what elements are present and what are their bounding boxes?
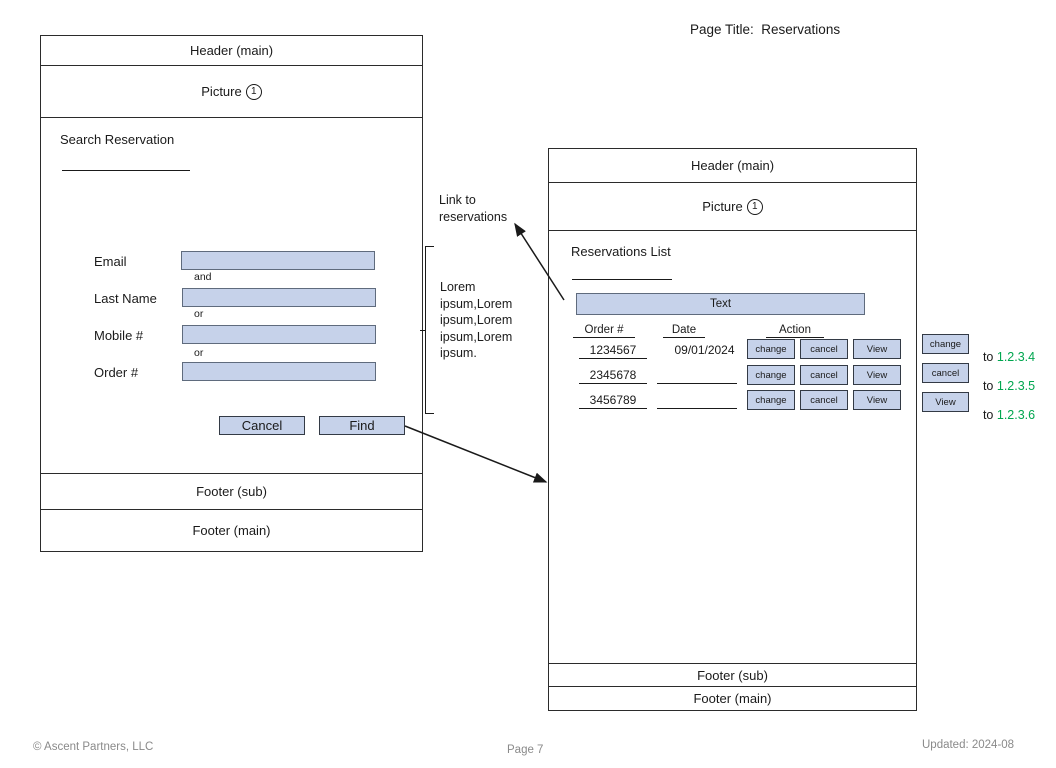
text-banner[interactable]: Text bbox=[576, 293, 865, 315]
legend-change-label: change bbox=[929, 338, 962, 350]
right-footer-sub-label: Footer (sub) bbox=[697, 667, 768, 683]
legend-cancel-section: 1.2.3.5 bbox=[996, 379, 1036, 393]
right-picture-label: Picture bbox=[702, 199, 743, 214]
legend-change-button[interactable]: change bbox=[922, 334, 969, 354]
row-1-change-button[interactable]: change bbox=[747, 339, 795, 359]
row-3-change-label: change bbox=[755, 394, 787, 406]
table-row-order-2: 2345678 bbox=[579, 368, 647, 384]
conjunction-or-2: or bbox=[194, 347, 204, 359]
row-2-view-button[interactable]: View bbox=[853, 365, 901, 385]
footer-page-number: Page 7 bbox=[507, 744, 544, 756]
right-header-main-label: Header (main) bbox=[690, 158, 775, 173]
email-input[interactable] bbox=[181, 251, 375, 270]
column-header-order: Order # bbox=[573, 324, 635, 338]
left-section-title: Search Reservation bbox=[60, 132, 175, 147]
legend-view-connector: to bbox=[982, 408, 994, 422]
left-footer-sub: Footer (sub) bbox=[41, 473, 422, 510]
field-label-email: Email bbox=[94, 254, 127, 269]
row-2-change-label: change bbox=[755, 369, 787, 381]
left-picture-band: Picture 1 bbox=[41, 66, 422, 118]
picture-number-badge-icon-right: 1 bbox=[746, 198, 763, 215]
row-2-cancel-button[interactable]: cancel bbox=[800, 365, 848, 385]
row-3-change-button[interactable]: change bbox=[747, 390, 795, 410]
find-button-label: Find bbox=[349, 418, 375, 433]
row-1-cancel-label: cancel bbox=[810, 343, 838, 355]
lorem-bracket-nub bbox=[420, 330, 425, 331]
lorem-bracket bbox=[425, 246, 434, 414]
annotation-link-line-1: Link to bbox=[439, 193, 476, 207]
conjunction-and: and bbox=[194, 271, 212, 283]
legend-cancel-connector: to bbox=[982, 379, 994, 393]
page-title: Page Title: Reservations bbox=[690, 22, 841, 37]
row-2-view-label: View bbox=[866, 369, 888, 381]
row-3-view-button[interactable]: View bbox=[853, 390, 901, 410]
table-row-date-2 bbox=[657, 368, 737, 384]
table-row-date-1: 09/01/2024 bbox=[674, 343, 735, 357]
row-1-view-label: View bbox=[866, 343, 888, 355]
text-banner-label: Text bbox=[709, 298, 732, 310]
legend-cancel-reference: to 1.2.3.5 bbox=[976, 365, 1035, 393]
row-3-cancel-label: cancel bbox=[810, 394, 838, 406]
row-2-cancel-label: cancel bbox=[810, 369, 838, 381]
find-button[interactable]: Find bbox=[319, 416, 405, 435]
right-section-underline bbox=[572, 279, 672, 280]
annotation-lorem-text: Lorem ipsum,Lorem ipsum,Lorem ipsum,Lore… bbox=[440, 280, 513, 360]
right-footer-main-label: Footer (main) bbox=[693, 691, 772, 706]
left-header-main: Header (main) bbox=[41, 36, 422, 66]
left-header-main-label: Header (main) bbox=[189, 43, 274, 58]
legend-change-connector: to bbox=[982, 350, 994, 364]
left-footer-sub-label: Footer (sub) bbox=[196, 484, 267, 499]
row-3-cancel-button[interactable]: cancel bbox=[800, 390, 848, 410]
legend-change-reference: to 1.2.3.4 bbox=[976, 336, 1035, 364]
table-row-order-3: 3456789 bbox=[579, 393, 647, 409]
annotation-link-to-reservations: Link to reservations bbox=[439, 192, 534, 225]
footer-updated: Updated: 2024-08 bbox=[922, 739, 1015, 751]
order-number-input[interactable] bbox=[182, 362, 376, 381]
legend-view-reference: to 1.2.3.6 bbox=[976, 394, 1035, 422]
row-2-change-button[interactable]: change bbox=[747, 365, 795, 385]
left-footer-main-label: Footer (main) bbox=[192, 523, 271, 538]
row-3-view-label: View bbox=[866, 394, 888, 406]
conjunction-or-1: or bbox=[194, 308, 204, 320]
left-section-underline bbox=[62, 170, 190, 171]
left-footer-main: Footer (main) bbox=[41, 510, 422, 551]
annotation-lorem: Lorem ipsum,Lorem ipsum,Lorem ipsum,Lore… bbox=[440, 279, 532, 362]
right-screen-frame: Header (main) Picture 1 Reservations Lis… bbox=[548, 148, 917, 711]
field-label-order: Order # bbox=[94, 365, 139, 380]
mobile-number-input[interactable] bbox=[182, 325, 376, 344]
column-header-date: Date bbox=[663, 324, 705, 338]
left-picture-label: Picture bbox=[201, 84, 242, 99]
picture-number-badge-icon: 1 bbox=[245, 83, 262, 100]
legend-view-section: 1.2.3.6 bbox=[996, 408, 1036, 422]
field-label-last-name: Last Name bbox=[94, 291, 157, 306]
right-header-main: Header (main) bbox=[549, 149, 916, 183]
legend-cancel-label: cancel bbox=[931, 367, 960, 379]
row-1-cancel-button[interactable]: cancel bbox=[800, 339, 848, 359]
row-1-change-label: change bbox=[755, 343, 787, 355]
cancel-button-label: Cancel bbox=[241, 418, 283, 433]
legend-change-section: 1.2.3.4 bbox=[996, 350, 1036, 364]
arrow-find-to-list bbox=[404, 425, 548, 483]
last-name-input[interactable] bbox=[182, 288, 376, 307]
cancel-button[interactable]: Cancel bbox=[219, 416, 305, 435]
column-header-action: Action bbox=[766, 324, 824, 338]
row-1-view-button[interactable]: View bbox=[853, 339, 901, 359]
legend-view-button[interactable]: View bbox=[922, 392, 969, 412]
legend-view-label: View bbox=[935, 396, 956, 408]
right-footer-sub: Footer (sub) bbox=[549, 663, 916, 687]
footer-copyright: © Ascent Partners, LLC bbox=[33, 741, 154, 753]
right-picture-band: Picture 1 bbox=[549, 183, 916, 231]
right-footer-main: Footer (main) bbox=[549, 687, 916, 710]
table-row-date-3 bbox=[657, 393, 737, 409]
field-label-mobile: Mobile # bbox=[94, 328, 144, 343]
right-section-title: Reservations List bbox=[571, 244, 671, 259]
legend-cancel-button[interactable]: cancel bbox=[922, 363, 969, 383]
annotation-link-line-2: reservations bbox=[439, 209, 508, 224]
table-row-order-1: 1234567 bbox=[579, 343, 647, 359]
left-screen-frame: Header (main) Picture 1 Search Reservati… bbox=[40, 35, 423, 552]
